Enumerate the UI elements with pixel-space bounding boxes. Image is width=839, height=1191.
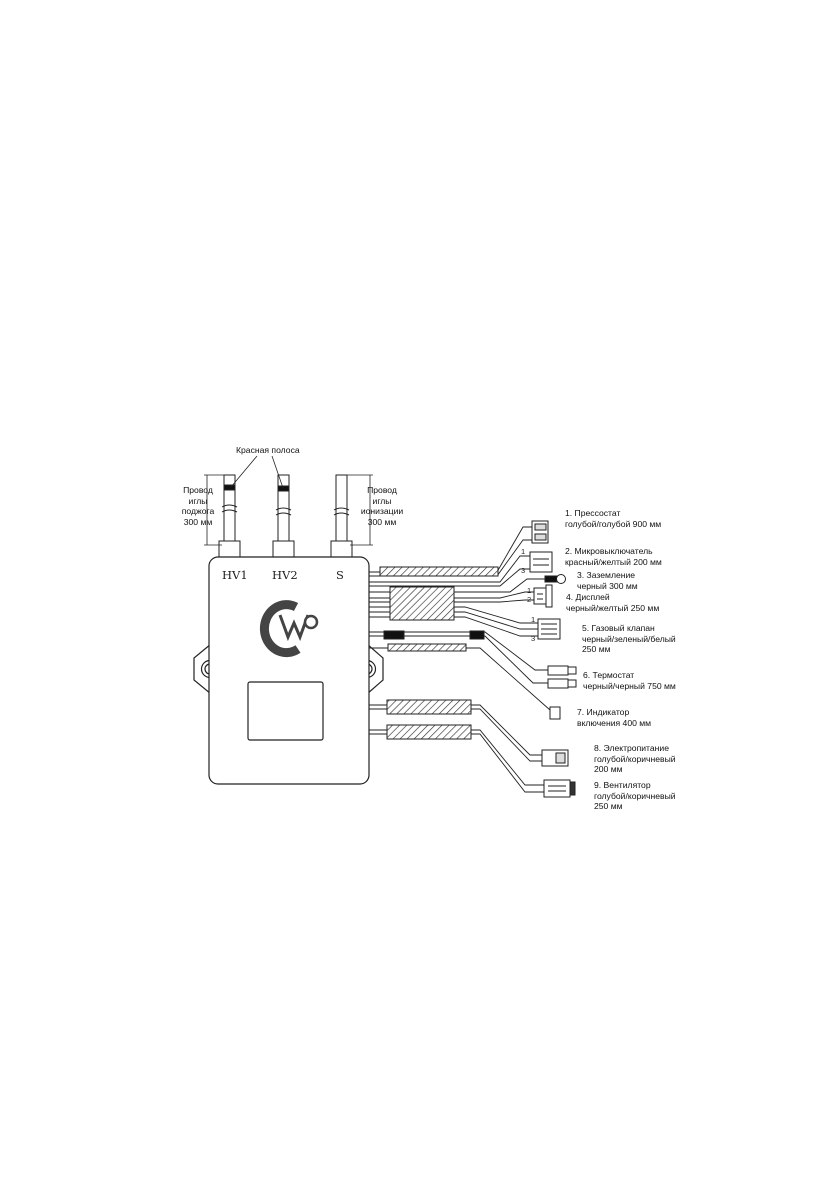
connection-label-microswitch: 2. Микровыключатель красный/желтый 200 м… (565, 546, 662, 567)
connection-detail: черный/зеленый/белый (582, 633, 676, 644)
connection-detail: голубой/коричневый (594, 753, 676, 764)
connection-detail: черный 300 мм (577, 580, 638, 591)
connection-label-thermostat: 6. Термостат черный/черный 750 мм (583, 670, 676, 691)
connection-title: 1. Прессостат (565, 508, 621, 518)
connection-detail: включения 400 мм (577, 717, 652, 728)
connection-label-power: 8. Электропитание голубой/коричневый 200… (594, 743, 676, 775)
connection-detail: черный/желтый 250 мм (566, 602, 660, 613)
ignition-wire-label: Провод иглы поджога 300 мм (176, 485, 220, 527)
hv2-lead (272, 474, 295, 558)
connector-indicator (549, 706, 561, 720)
sleeve-prescostat (379, 566, 499, 577)
connector-ground (544, 574, 566, 584)
connection-label-indicator: 7. Индикатор включения 400 мм (577, 707, 651, 728)
pin-number: 3 (531, 634, 536, 643)
connection-title: 5. Газовый клапан (582, 623, 655, 633)
connection-label-ground: 3. Заземление черный 300 мм (577, 570, 638, 591)
connection-label-prescostat: 1. Прессостат голубой/голубой 900 мм (565, 508, 661, 529)
ionization-label-line: иглы (372, 495, 392, 506)
heat-shrink-right (469, 630, 485, 640)
dimension-lines (204, 474, 373, 546)
control-box (193, 556, 384, 785)
terminal-hv2-label: HV2 (272, 568, 298, 582)
connection-detail: голубой/коричневый (594, 790, 676, 801)
terminal-hv1-label: HV1 (222, 568, 248, 582)
connector-power (541, 749, 569, 767)
ionization-label-line: 300 мм (367, 516, 397, 527)
pin-number: 3 (521, 566, 526, 575)
hv1-lead (218, 474, 241, 558)
connection-title: 9. Вентилятор (594, 780, 651, 790)
connection-title: 3. Заземление (577, 570, 636, 580)
ionization-label-line: Провод (367, 485, 397, 495)
connection-label-display: 4. Дисплей черный/желтый 250 мм (566, 592, 659, 613)
connection-title: 4. Дисплей (566, 592, 610, 602)
sleeve-power (386, 699, 472, 715)
sleeve-main (389, 586, 455, 621)
pin-number: 1 (531, 615, 536, 624)
ignition-label-line: 300 мм (183, 516, 213, 527)
pin-number: 2 (527, 595, 532, 604)
connection-detail: 200 мм (594, 764, 623, 774)
ionization-label-line: ионизации (360, 506, 404, 516)
connection-detail: голубой/голубой 900 мм (565, 518, 662, 529)
connection-title: 7. Индикатор (577, 707, 630, 717)
connector-gas-valve (537, 618, 561, 640)
connection-detail: 250 мм (594, 801, 623, 811)
connection-title: 2. Микровыключатель (565, 546, 653, 556)
brand-logo-icon (259, 600, 319, 658)
s-lead (330, 474, 353, 558)
ignition-label-line: Провод (183, 485, 213, 495)
connection-label-gas-valve: 5. Газовый клапан черный/зеленый/белый 2… (582, 623, 676, 655)
connector-fan (543, 779, 576, 798)
connector-thermostat (547, 665, 577, 689)
ignition-label-line: иглы (188, 495, 208, 506)
ignition-label-line: поджога (181, 506, 215, 516)
harness-sleeves (379, 566, 499, 740)
connection-detail: 250 мм (582, 644, 611, 654)
connector-display (533, 584, 553, 608)
connection-detail: красный/желтый 200 мм (565, 556, 662, 567)
connection-title: 8. Электропитание (594, 743, 669, 753)
terminal-s-label: S (336, 568, 344, 582)
connector-microswitch (529, 551, 553, 573)
connector-prescostat (531, 520, 549, 544)
sleeve-thermostat (387, 643, 467, 652)
pin-number: 1 (521, 547, 526, 556)
connection-label-fan: 9. Вентилятор голубой/коричневый 250 мм (594, 780, 676, 812)
ionization-wire-label: Провод иглы ионизации 300 мм (351, 485, 413, 527)
sleeve-fan (386, 724, 472, 740)
heat-shrink-left (383, 630, 405, 640)
pin-number: 1 (527, 586, 532, 595)
connection-detail: черный/черный 750 мм (583, 680, 676, 691)
red-stripe-label: Красная полоса (236, 445, 300, 455)
connection-title: 6. Термостат (583, 670, 635, 680)
red-stripe-pointers (230, 455, 284, 489)
